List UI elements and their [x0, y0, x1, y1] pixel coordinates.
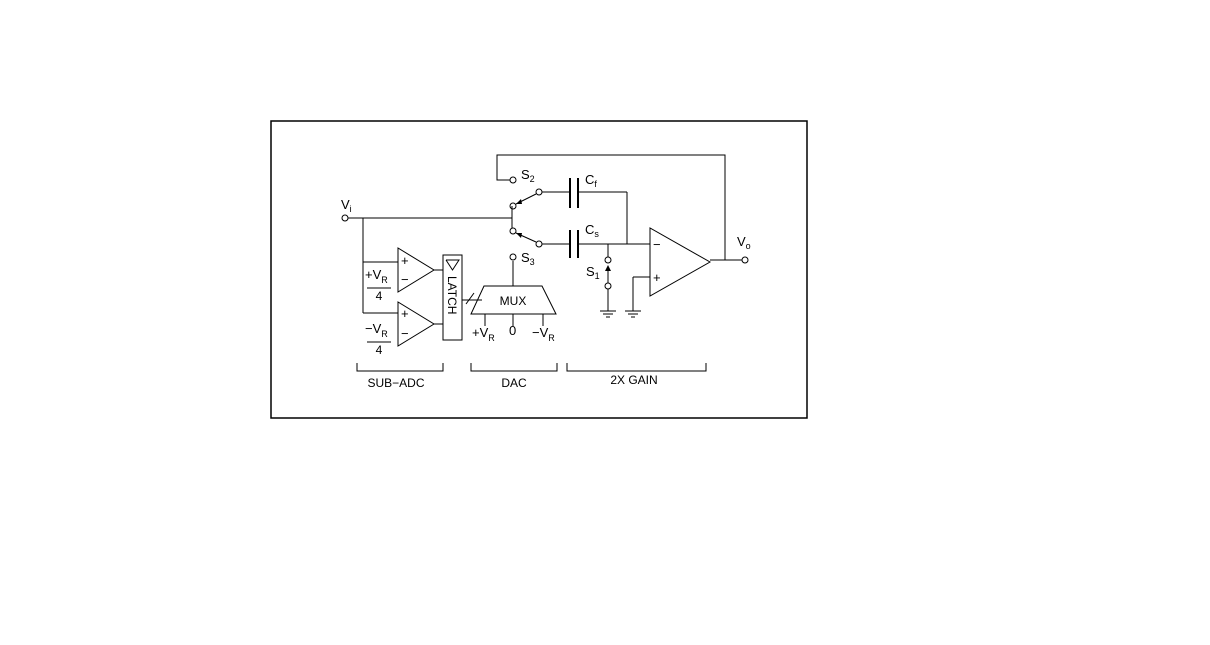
- ground-icon-opamp: [625, 310, 641, 318]
- latch-block: [442, 254, 463, 341]
- comparator-top-plus: +: [401, 253, 409, 268]
- cs-label: Cs: [585, 222, 599, 239]
- s3-terminal: [509, 253, 517, 261]
- output-label: Vo: [737, 234, 751, 251]
- mux-label: MUX: [500, 294, 527, 308]
- mux-input-plus-label: +VR: [472, 325, 495, 343]
- mux-input-minus-label: −VR: [532, 325, 555, 343]
- gain-bracket: [566, 363, 707, 372]
- input-label: Vi: [341, 197, 352, 214]
- dac-bracket: [470, 363, 558, 372]
- input-terminal-cs: [509, 227, 517, 235]
- cf-switch-arrow-icon: [516, 199, 522, 204]
- opamp-plus: +: [653, 270, 661, 285]
- latch-clock-icon: [445, 259, 460, 271]
- mux-block: [470, 285, 557, 315]
- sub-adc-label: SUB−ADC: [367, 376, 424, 390]
- s2-terminal: [509, 176, 517, 184]
- s1-switch-arrow-icon: [605, 265, 611, 271]
- ref-top-denominator: 4: [376, 289, 383, 303]
- s3-label: S3: [521, 250, 535, 267]
- comparator-bottom-plus: +: [401, 306, 409, 321]
- comparator-top: [397, 247, 435, 293]
- s1-label: S1: [586, 264, 600, 281]
- comparator-bottom-minus: −: [401, 326, 409, 341]
- opamp: [649, 227, 712, 297]
- gain-label: 2X GAIN: [610, 373, 657, 387]
- comparator-bottom: [397, 301, 435, 347]
- input-terminal: [341, 214, 349, 222]
- dac-label: DAC: [501, 376, 527, 390]
- ref-bottom-denominator: 4: [376, 343, 383, 357]
- comparator-top-minus: −: [401, 272, 409, 287]
- ground-icon-s1: [600, 310, 616, 318]
- latch-label: LATCH: [445, 276, 459, 314]
- input-terminal-cf: [509, 202, 517, 210]
- ref-bottom-label: −VR: [365, 321, 388, 339]
- cs-switch-arrow-icon: [516, 233, 522, 238]
- output-terminal: [741, 256, 749, 264]
- s2-label: S2: [521, 167, 535, 184]
- cs-switch-pole: [535, 240, 543, 248]
- diagram-frame: [270, 120, 808, 419]
- feedback-wire: [496, 154, 726, 260]
- mux-input-zero-label: 0: [509, 323, 516, 338]
- ref-top-label: +VR: [365, 267, 388, 285]
- bus-slash-mark: [465, 292, 475, 305]
- opamp-minus: −: [653, 237, 661, 252]
- s1-bottom-terminal: [604, 282, 612, 290]
- s1-top-terminal: [604, 256, 612, 264]
- cf-switch-pole: [535, 188, 543, 196]
- cf-label: Cf: [585, 172, 597, 189]
- sub-adc-bracket: [356, 363, 444, 372]
